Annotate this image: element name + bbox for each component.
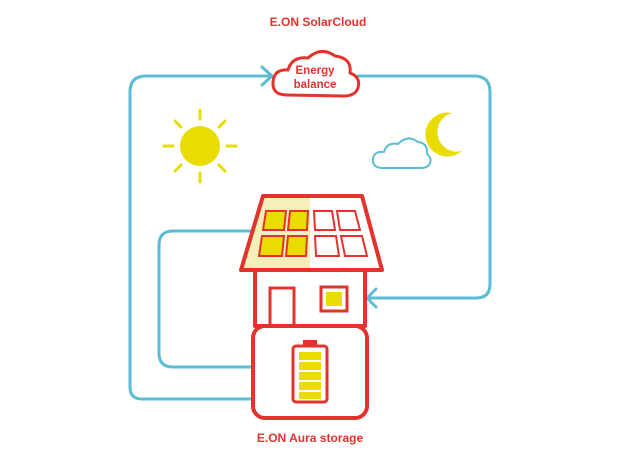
solar-panel — [312, 210, 337, 231]
sun-ray — [217, 119, 227, 129]
house-window-light — [326, 292, 342, 306]
sun-ray — [173, 119, 183, 129]
house-window — [319, 285, 349, 313]
solar-panels-lit — [257, 210, 310, 257]
flow-line-cloud-to-house — [356, 74, 492, 300]
cloud-icon — [371, 137, 432, 169]
battery-cell — [299, 372, 321, 380]
solar-panel — [286, 210, 310, 231]
energy-balance-label-line2: balance — [294, 79, 337, 91]
flow-line-panels-to-battery — [157, 229, 288, 369]
solar-panel — [313, 235, 341, 257]
battery-cell — [299, 362, 321, 370]
battery-cell — [299, 392, 321, 399]
energy-balance-label-line1: Energy — [296, 65, 336, 77]
sun-ray — [217, 163, 227, 173]
solarcloud-title: E.ON SolarCloud — [270, 15, 367, 29]
solar-panel — [261, 210, 288, 231]
solar-panel — [257, 235, 286, 257]
aura-storage-label: E.ON Aura storage — [257, 431, 364, 445]
solar-panel — [339, 235, 369, 257]
sun-ray — [173, 163, 183, 173]
crescent-moon-icon — [425, 112, 462, 157]
battery-cell — [299, 352, 321, 360]
energy-balance-cloud: Energy balance — [271, 50, 361, 98]
battery-cap — [303, 340, 317, 346]
sun-disc — [180, 126, 220, 166]
house-door — [268, 286, 296, 328]
solar-panel — [284, 235, 309, 257]
cloud-icon — [271, 50, 361, 98]
battery-icon — [291, 340, 329, 404]
solar-panel — [335, 210, 362, 231]
house-roof — [239, 194, 384, 272]
flow-line-storage-to-cloud — [128, 74, 284, 401]
battery-cell — [299, 382, 321, 390]
sun-icon — [162, 108, 238, 184]
solar-panels-unlit — [312, 210, 369, 257]
arrow-into-cloud — [260, 65, 274, 87]
house-icon — [239, 194, 384, 420]
